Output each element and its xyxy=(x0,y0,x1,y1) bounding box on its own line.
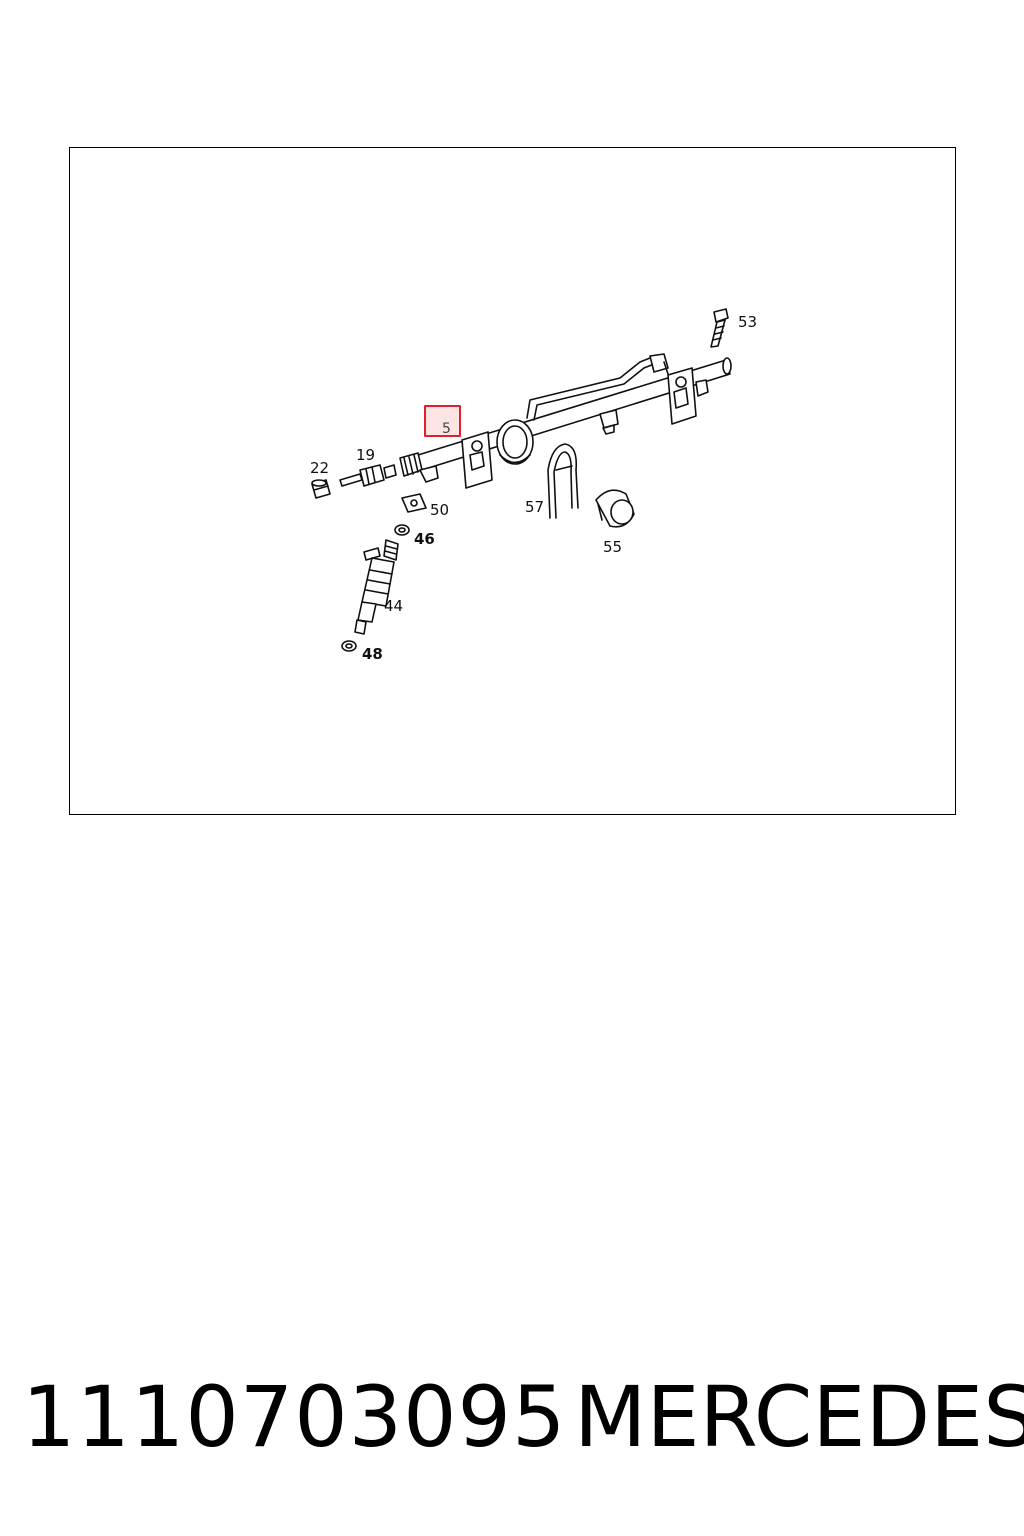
fuel-injector-44[interactable] xyxy=(354,539,399,635)
footer-caption: 1110703095 MERCEDES xyxy=(0,1362,1024,1472)
callout-50: 50 xyxy=(430,501,449,519)
callout-48: 48 xyxy=(362,645,383,663)
diagram-frame xyxy=(69,147,956,815)
plug-55[interactable] xyxy=(595,489,635,528)
part-number: 1110703095 xyxy=(22,1368,567,1466)
callout-5: 5 xyxy=(442,421,451,437)
fuel-rail[interactable] xyxy=(399,353,732,477)
callout-22: 22 xyxy=(310,459,329,477)
brand-name: MERCEDES xyxy=(574,1368,1024,1466)
o-ring-46[interactable] xyxy=(394,524,410,536)
o-ring-48[interactable] xyxy=(341,640,357,652)
callout-57: 57 xyxy=(525,498,544,516)
rail-bracket-left[interactable] xyxy=(461,431,493,489)
highlight-box-part-5[interactable] xyxy=(424,405,461,437)
injector-cups xyxy=(419,409,619,483)
bolt-53[interactable] xyxy=(710,308,729,348)
callout-19: 19 xyxy=(356,446,375,464)
pressure-damper[interactable] xyxy=(496,419,534,465)
callout-53: 53 xyxy=(738,313,757,331)
rail-bracket-right[interactable] xyxy=(667,367,709,425)
callout-44: 44 xyxy=(384,597,403,615)
valve-19[interactable] xyxy=(339,464,397,487)
fuel-rail-diagram: 5 53 22 19 50 46 57 55 44 48 xyxy=(310,308,757,663)
callout-55: 55 xyxy=(603,538,622,556)
clip-50[interactable] xyxy=(401,493,427,513)
spring-clip-57[interactable] xyxy=(547,443,579,519)
cap-22[interactable] xyxy=(311,479,331,499)
callout-46: 46 xyxy=(414,530,435,548)
